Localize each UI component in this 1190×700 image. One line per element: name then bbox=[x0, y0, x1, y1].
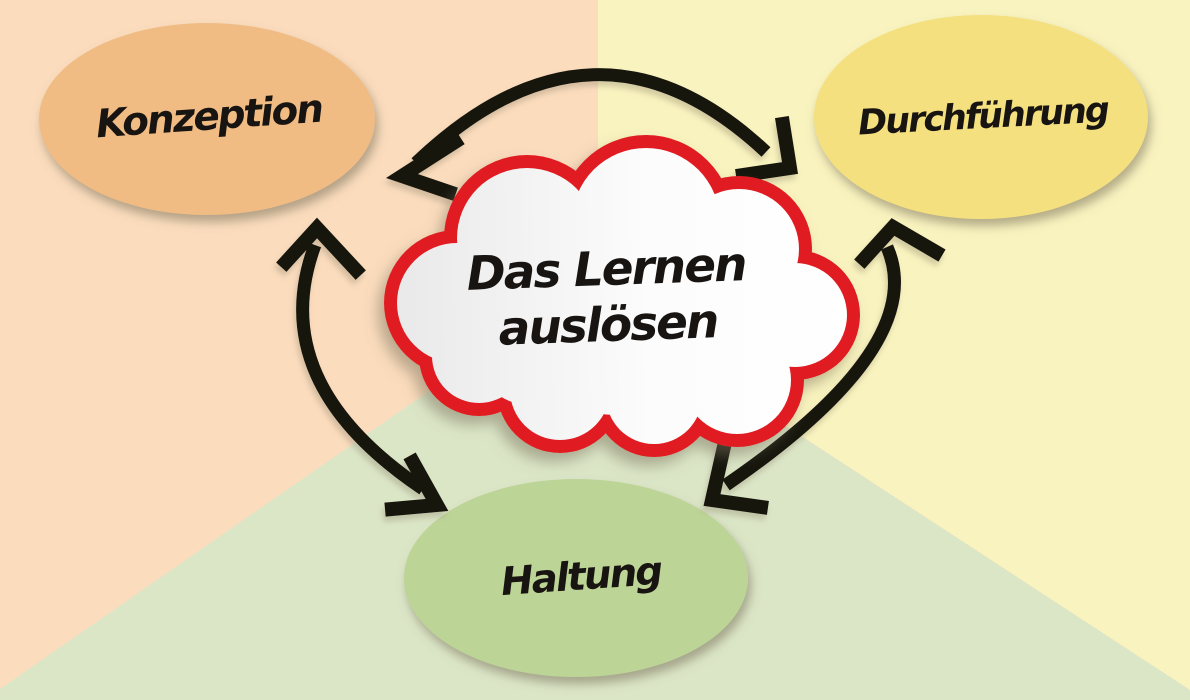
node-ellipse-durchfuehrung bbox=[814, 15, 1148, 219]
cloud-interior bbox=[397, 148, 847, 444]
arrowhead-icon bbox=[276, 217, 366, 280]
arrow-konzeption-haltung bbox=[276, 217, 449, 517]
arrowhead-icon bbox=[703, 442, 769, 515]
cloud-shape bbox=[384, 135, 860, 457]
arrowhead-icon bbox=[385, 132, 465, 201]
arrow-konzeption-durchfuehrung bbox=[385, 68, 799, 201]
cloud-label-line2: auslösen bbox=[497, 294, 719, 357]
arrowhead-icon bbox=[384, 452, 449, 517]
arrows-layer bbox=[276, 68, 946, 517]
arrowhead-icon bbox=[735, 115, 799, 183]
arrow-durchfuehrung-haltung bbox=[703, 218, 946, 515]
node-ellipse-konzeption bbox=[39, 23, 375, 215]
cloud-label: Das Lernen auslösen bbox=[466, 237, 749, 359]
arrowhead-icon bbox=[854, 218, 946, 269]
cloud-label-line1: Das Lernen bbox=[465, 237, 747, 302]
node-ellipse-haltung bbox=[404, 479, 748, 677]
